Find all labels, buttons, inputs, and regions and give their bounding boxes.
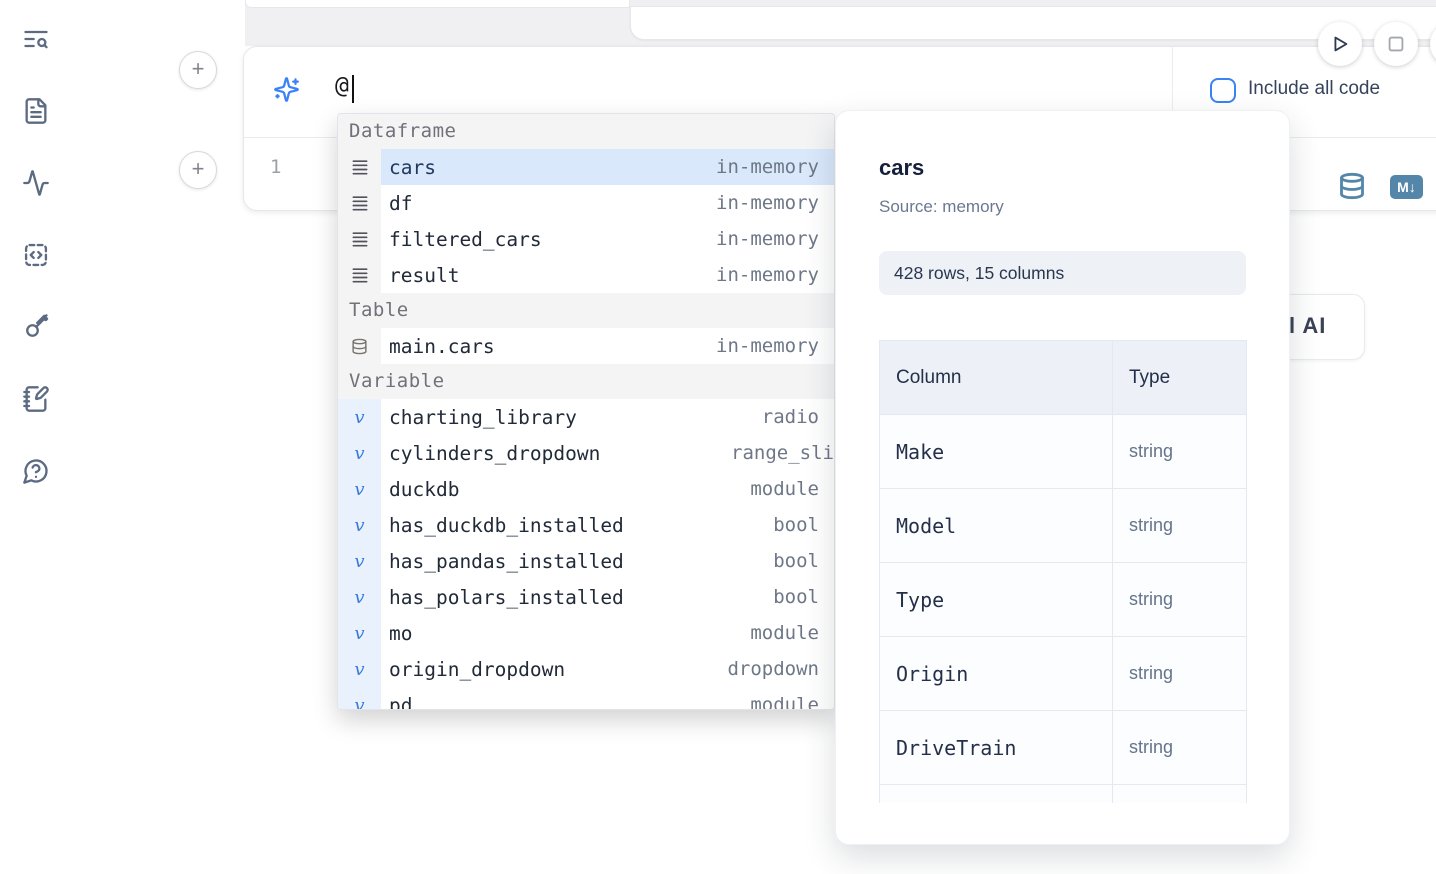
include-all-code-checkbox[interactable] <box>1210 78 1236 103</box>
previous-cell-bottom <box>245 0 630 8</box>
line-number: 1 <box>270 156 282 178</box>
table-row: Make string <box>879 414 1247 489</box>
include-all-code-group: Include all code <box>1172 47 1436 138</box>
preview-title: cars <box>879 155 925 180</box>
markdown-icon[interactable]: M↓ <box>1390 175 1423 199</box>
column-header: Column <box>879 340 1113 415</box>
variable-icon: v <box>338 507 381 543</box>
variable-icon: v <box>338 579 381 615</box>
stop-icon <box>1388 36 1404 52</box>
table-row-clipped <box>879 784 1247 803</box>
dataframe-preview-panel: cars Source: memory 428 rows, 15 columns… <box>835 110 1290 845</box>
variable-icon: v <box>338 687 381 709</box>
preview-source: Source: memory <box>879 197 1004 216</box>
dataframe-icon <box>338 185 381 221</box>
notebook-pen-icon[interactable] <box>22 385 50 413</box>
table-row: DriveTrain string <box>879 710 1247 785</box>
variable-icon: v <box>338 651 381 687</box>
schema-header-row: Column Type <box>879 340 1247 415</box>
add-cell-button[interactable]: + <box>179 151 217 189</box>
text-search-icon[interactable] <box>22 25 50 53</box>
ai-prompt-input[interactable]: @ <box>335 73 349 99</box>
stop-button[interactable] <box>1374 22 1418 66</box>
add-cell-button[interactable]: + <box>179 51 217 89</box>
include-all-code-label: Include all code <box>1248 78 1381 99</box>
play-icon <box>1334 36 1348 52</box>
sparkles-icon <box>273 76 300 103</box>
activity-icon[interactable] <box>22 169 50 197</box>
type-header: Type <box>1112 340 1247 415</box>
dataframe-icon <box>338 257 381 293</box>
variable-icon: v <box>338 399 381 435</box>
completion-section-header: Variable <box>338 364 834 399</box>
table-row: Type string <box>879 562 1247 637</box>
file-text-icon[interactable] <box>22 97 50 125</box>
variable-icon: v <box>338 615 381 651</box>
code-snippet-icon[interactable] <box>22 241 50 269</box>
previous-cell-output-bottom <box>630 6 1436 40</box>
table-row: Model string <box>879 488 1247 563</box>
shape-badge: 428 rows, 15 columns <box>879 251 1246 295</box>
variable-icon: v <box>338 471 381 507</box>
extra-run-control-button[interactable] <box>1430 22 1436 66</box>
variable-icon: v <box>338 435 381 471</box>
key-icon[interactable] <box>22 313 50 341</box>
run-cell-button[interactable] <box>1318 22 1362 66</box>
schema-table: Column Type Make string Model string Typ… <box>879 340 1247 803</box>
text-caret <box>352 75 354 103</box>
dataframe-icon <box>338 221 381 257</box>
completion-section-header: Dataframe <box>338 114 834 149</box>
help-message-icon[interactable] <box>22 457 50 485</box>
table-row: Origin string <box>879 636 1247 711</box>
database-icon[interactable] <box>1338 171 1366 201</box>
dataframe-icon <box>338 149 381 185</box>
database-icon <box>338 328 381 364</box>
variable-icon: v <box>338 543 381 579</box>
completion-section-header: Table <box>338 293 834 328</box>
